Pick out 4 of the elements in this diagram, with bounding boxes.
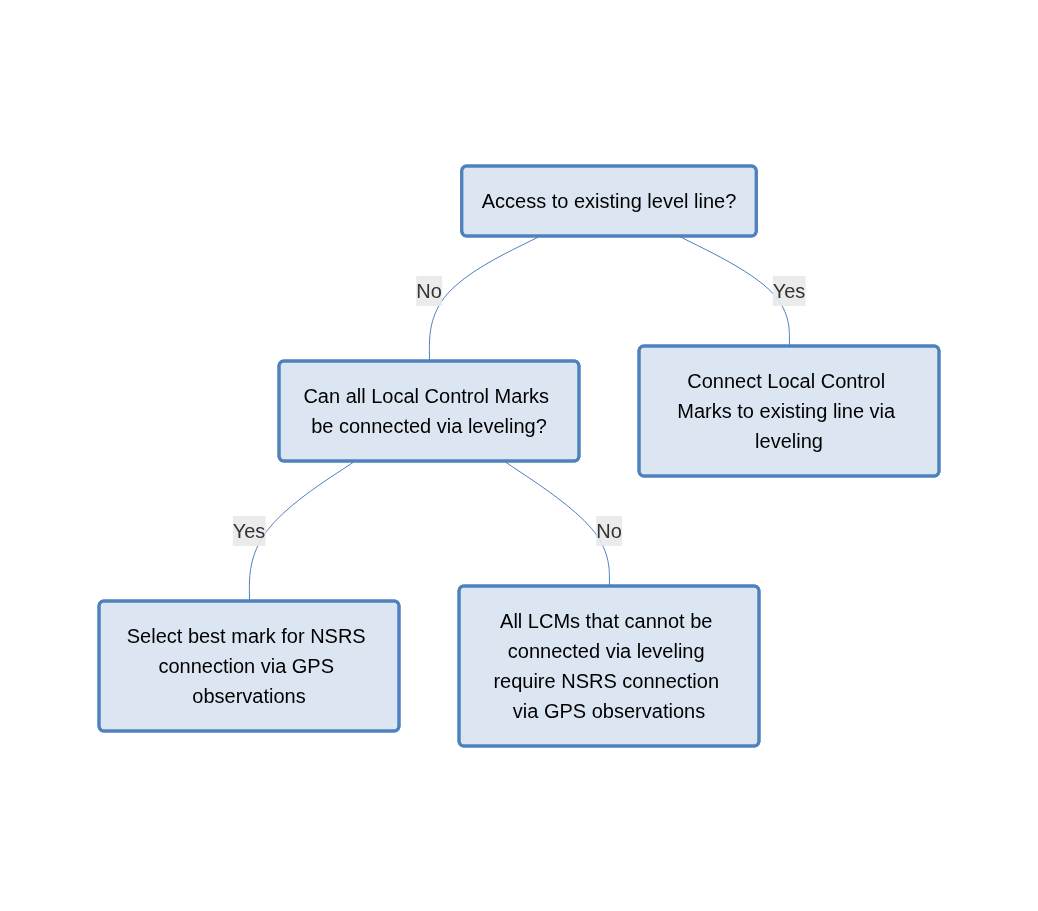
edge-label: Yes: [232, 519, 266, 542]
edge-label: No: [416, 279, 442, 302]
edge-label: Yes: [772, 279, 806, 302]
edge-label: No: [596, 519, 622, 542]
